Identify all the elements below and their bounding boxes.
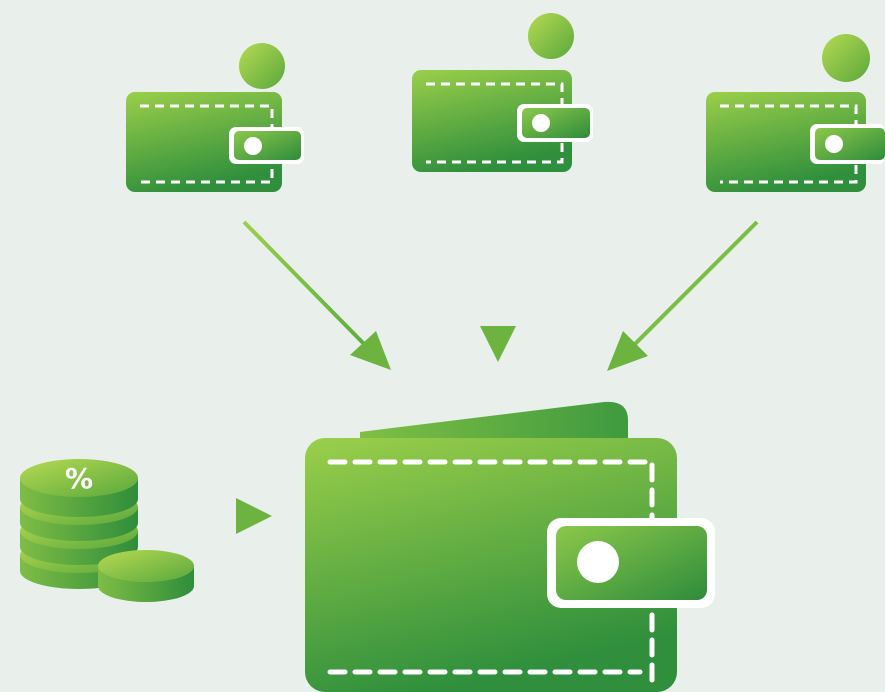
wallet-icon [412, 70, 593, 172]
arrow-from-wallet-3 [607, 220, 759, 371]
wallet-icon [126, 92, 304, 192]
coin-icon [239, 43, 285, 89]
coin-stack-percent-icon: % [20, 459, 194, 602]
percent-symbol: % [65, 462, 93, 495]
coin-stack-tall: % [20, 459, 138, 589]
coin-icon [822, 34, 870, 82]
source-wallet-2 [412, 13, 593, 172]
wallet-icon [706, 92, 885, 192]
arrow-from-coin-stack [168, 498, 272, 534]
source-wallet-1 [126, 43, 304, 192]
coin-stack-short [98, 550, 194, 602]
arrow-from-wallet-1 [242, 220, 391, 370]
coin-icon [528, 13, 574, 59]
target-wallet [305, 401, 715, 692]
source-wallet-3 [706, 34, 885, 192]
arrow-from-wallet-2 [480, 208, 516, 362]
large-wallet-icon [305, 401, 715, 692]
